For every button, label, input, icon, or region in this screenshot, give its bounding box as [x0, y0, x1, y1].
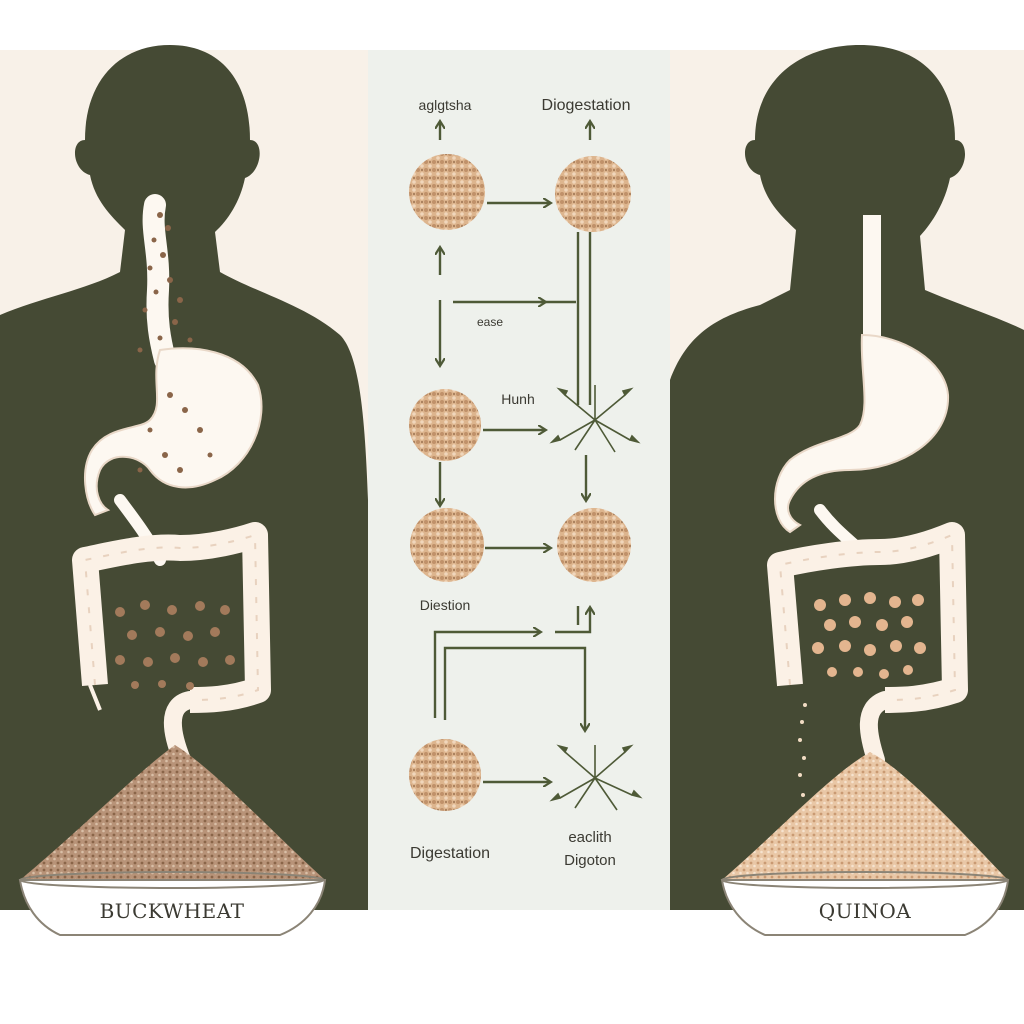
- flow-label-ease: ease: [477, 315, 503, 329]
- grain-cluster-icon: [409, 739, 481, 811]
- flow-label-hunh: Hunh: [501, 391, 534, 407]
- flow-label-bottom-left: Digestation: [410, 845, 490, 862]
- grain-cluster-icon: [409, 389, 481, 461]
- grain-cluster-icon: [409, 154, 485, 230]
- flow-label-bottom-right-1: eaclith: [568, 829, 611, 846]
- flow-label-mid: Diestion: [420, 597, 471, 613]
- grain-cluster-icon: [410, 508, 484, 582]
- buckwheat-label: BUCKWHEAT: [100, 899, 245, 923]
- grain-cluster-icon: [557, 508, 631, 582]
- flow-label-top-left: aglgtsha: [419, 97, 472, 113]
- quinoa-label: QUINOA: [819, 899, 912, 923]
- flow-label-top-right: Diogestation: [542, 97, 631, 114]
- flow-label-bottom-right-2: Digoton: [564, 852, 616, 869]
- grain-cluster-icon: [555, 156, 631, 232]
